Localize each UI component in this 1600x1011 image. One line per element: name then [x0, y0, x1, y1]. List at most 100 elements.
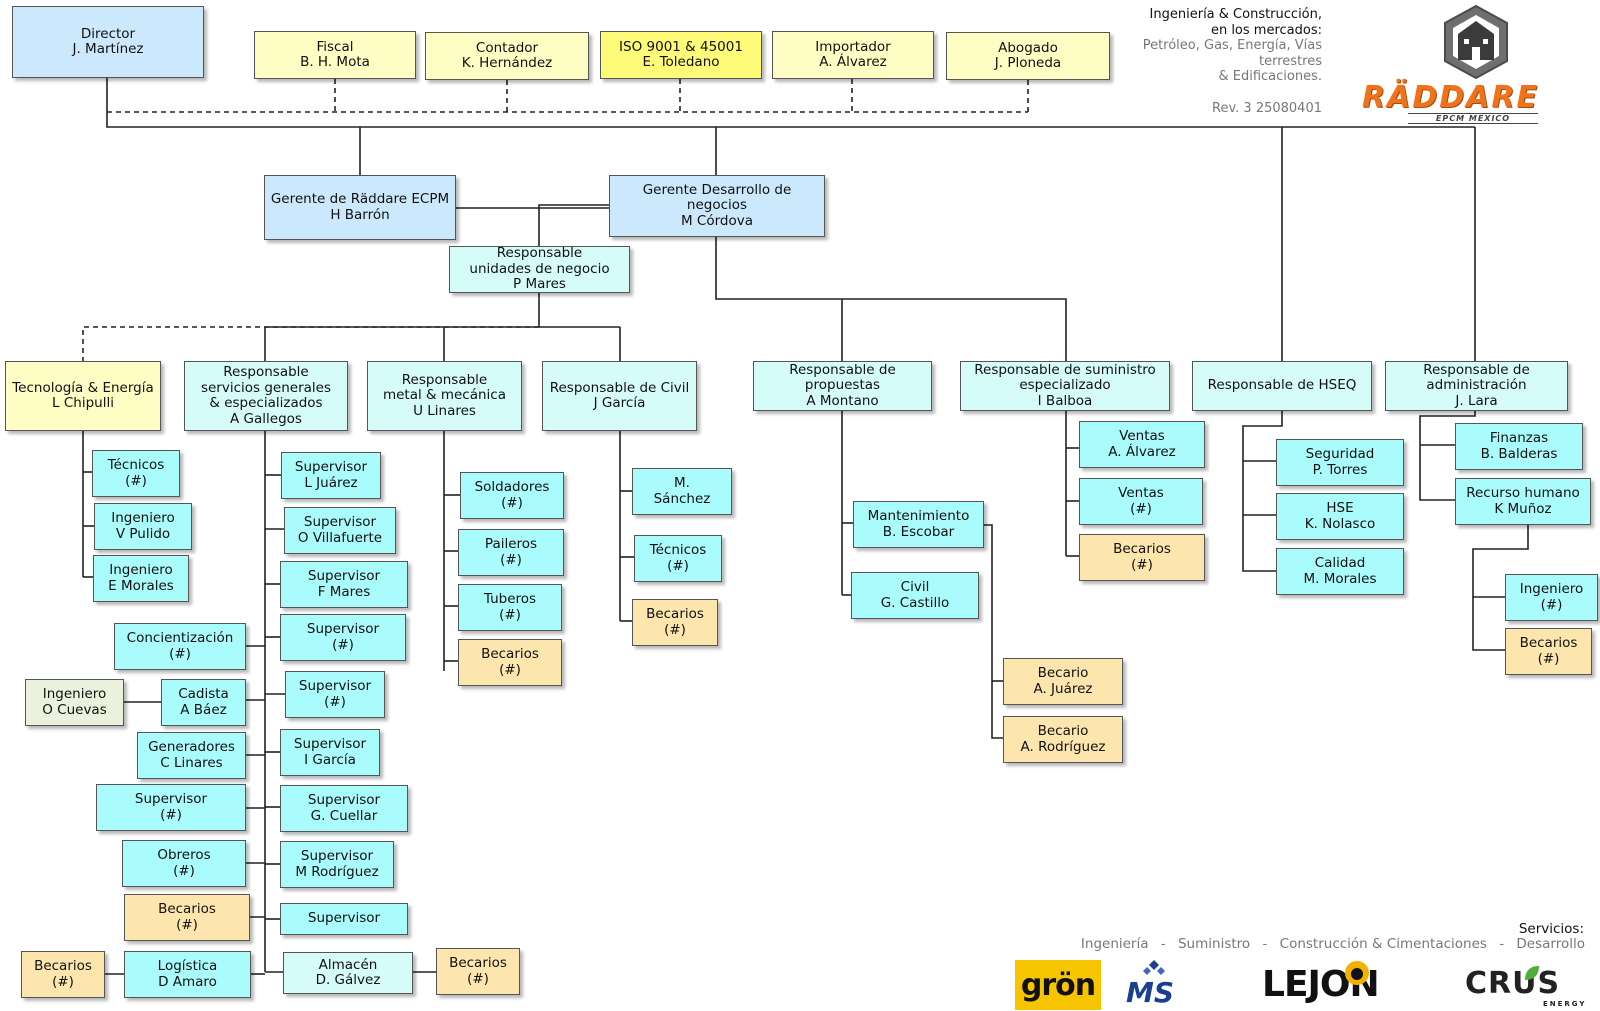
org-box-line: P Mares — [513, 276, 566, 293]
org-box-line: servicios generales — [200, 379, 332, 396]
org-box-line: Responsable de HSEQ — [1207, 377, 1357, 394]
ms-logo-text: MS — [1126, 976, 1175, 1009]
org-box-line: O Cuevas — [42, 701, 107, 718]
org-box-line: (#) — [664, 621, 686, 638]
company-line: en los mercados: — [1210, 22, 1322, 38]
org-box-line: Ventas — [1119, 428, 1165, 444]
org-box-line: U Linares — [413, 402, 476, 419]
org-box-line: M. Morales — [1303, 570, 1377, 587]
org-box-line: (#) — [125, 472, 147, 489]
org-box-concientizacion: Concientización(#) — [114, 623, 246, 670]
org-box-line: L Juárez — [304, 474, 358, 491]
org-box-line: Calidad — [1314, 555, 1366, 571]
org-box-becarios-left: Becarios(#) — [124, 894, 250, 941]
org-box-line: Ventas — [1118, 485, 1164, 501]
org-box-line: Supervisor — [298, 678, 372, 694]
market-line: Petróleo, Gas, Energía, Vías — [1142, 38, 1322, 53]
org-box-tecnicos-civil: Técnicos(#) — [634, 535, 722, 582]
org-box-line: F Mares — [317, 583, 371, 600]
org-box-paileros: Paileros(#) — [458, 529, 564, 576]
org-box-line: (#) — [332, 636, 354, 653]
org-box-line: Supervisor — [294, 459, 368, 475]
house-hexagon-icon — [1444, 4, 1508, 80]
leaf-icon — [1525, 966, 1539, 980]
org-box-line: (#) — [1540, 596, 1563, 613]
org-box-line: K. Nolasco — [1304, 515, 1376, 532]
org-box-line: Técnicos — [107, 457, 165, 473]
org-box-tecnicos-te: Técnicos(#) — [92, 450, 180, 497]
org-box-line: (#) — [1537, 650, 1560, 667]
org-box-line: Contador — [475, 39, 539, 56]
org-box-line: Becario — [1037, 665, 1089, 681]
org-box-line: A Gallegos — [230, 410, 302, 427]
lion-head-icon — [1345, 961, 1369, 985]
service-separator: - — [1499, 936, 1505, 952]
org-box-line: Supervisor — [307, 792, 381, 808]
org-box-line: D Amaro — [158, 973, 217, 990]
service-item: Suministro — [1177, 936, 1251, 952]
org-box-line: (#) — [1130, 500, 1152, 517]
org-box-line: I Balboa — [1037, 392, 1093, 409]
org-box-line: H Barrón — [330, 206, 390, 223]
org-box-line: (#) — [500, 551, 522, 568]
org-box-line: Supervisor — [300, 848, 374, 864]
org-box-line: A Báez — [180, 701, 227, 718]
org-box-line: Ingeniero — [1519, 581, 1584, 597]
org-box-ing-admin: Ingeniero(#) — [1505, 574, 1598, 621]
org-box-line: HSE — [1326, 500, 1354, 516]
org-box-line: (#) — [1131, 556, 1153, 573]
gron-logo-text: grön — [1020, 967, 1096, 1003]
org-box-line: Cadista — [178, 686, 229, 702]
crus-logo-text: CRUS — [1465, 966, 1561, 1001]
org-box-line: A. Rodríguez — [1020, 738, 1106, 755]
org-box-line: M. — [674, 475, 690, 491]
org-box-line: Generadores — [148, 739, 235, 755]
service-separator: - — [1160, 936, 1166, 952]
org-box-soldadores: Soldadores(#) — [460, 472, 564, 519]
org-box-line: (#) — [667, 557, 689, 574]
org-box-line: E Morales — [108, 577, 174, 594]
org-box-line: Becarios — [1519, 635, 1578, 651]
org-box-line: Mantenimiento — [867, 508, 970, 524]
service-separator: - — [1262, 936, 1268, 952]
org-box-line: B. H. Mota — [300, 54, 370, 70]
org-box-line: ISO 9001 & 45001 — [619, 38, 743, 55]
org-box-line: administración — [1426, 377, 1527, 394]
org-box-line: Finanzas — [1489, 430, 1549, 446]
crus-logo-subtitle: ENERGY — [1543, 1000, 1587, 1008]
service-item: Construcción & Cimentaciones — [1279, 936, 1487, 952]
services-list: Ingeniería - Suministro - Construcción &… — [1065, 936, 1585, 952]
org-box-line: (#) — [499, 661, 521, 678]
org-box-line: metal & mecánica — [382, 387, 507, 404]
org-box-line: A Montano — [806, 392, 879, 409]
org-box-line: Abogado — [998, 39, 1058, 56]
org-box-becarios-civil: Becarios(#) — [632, 599, 718, 646]
crus-logo: CRUS ENERGY — [1465, 960, 1595, 1010]
brand-tagline: EPCM MEXICO — [1408, 113, 1538, 124]
org-box-line: & especializados — [209, 395, 323, 411]
org-box-line: Importador — [815, 38, 891, 55]
org-box-becarios-admin: Becarios(#) — [1505, 628, 1592, 675]
org-box-line: Logística — [157, 958, 218, 974]
org-box-line: (#) — [52, 973, 74, 990]
org-box-line: Concientización — [126, 630, 234, 646]
org-box-line: Becarios — [481, 646, 539, 662]
org-box-line: Responsable de — [1423, 361, 1530, 378]
org-box-line: G. Cuellar — [310, 807, 378, 824]
